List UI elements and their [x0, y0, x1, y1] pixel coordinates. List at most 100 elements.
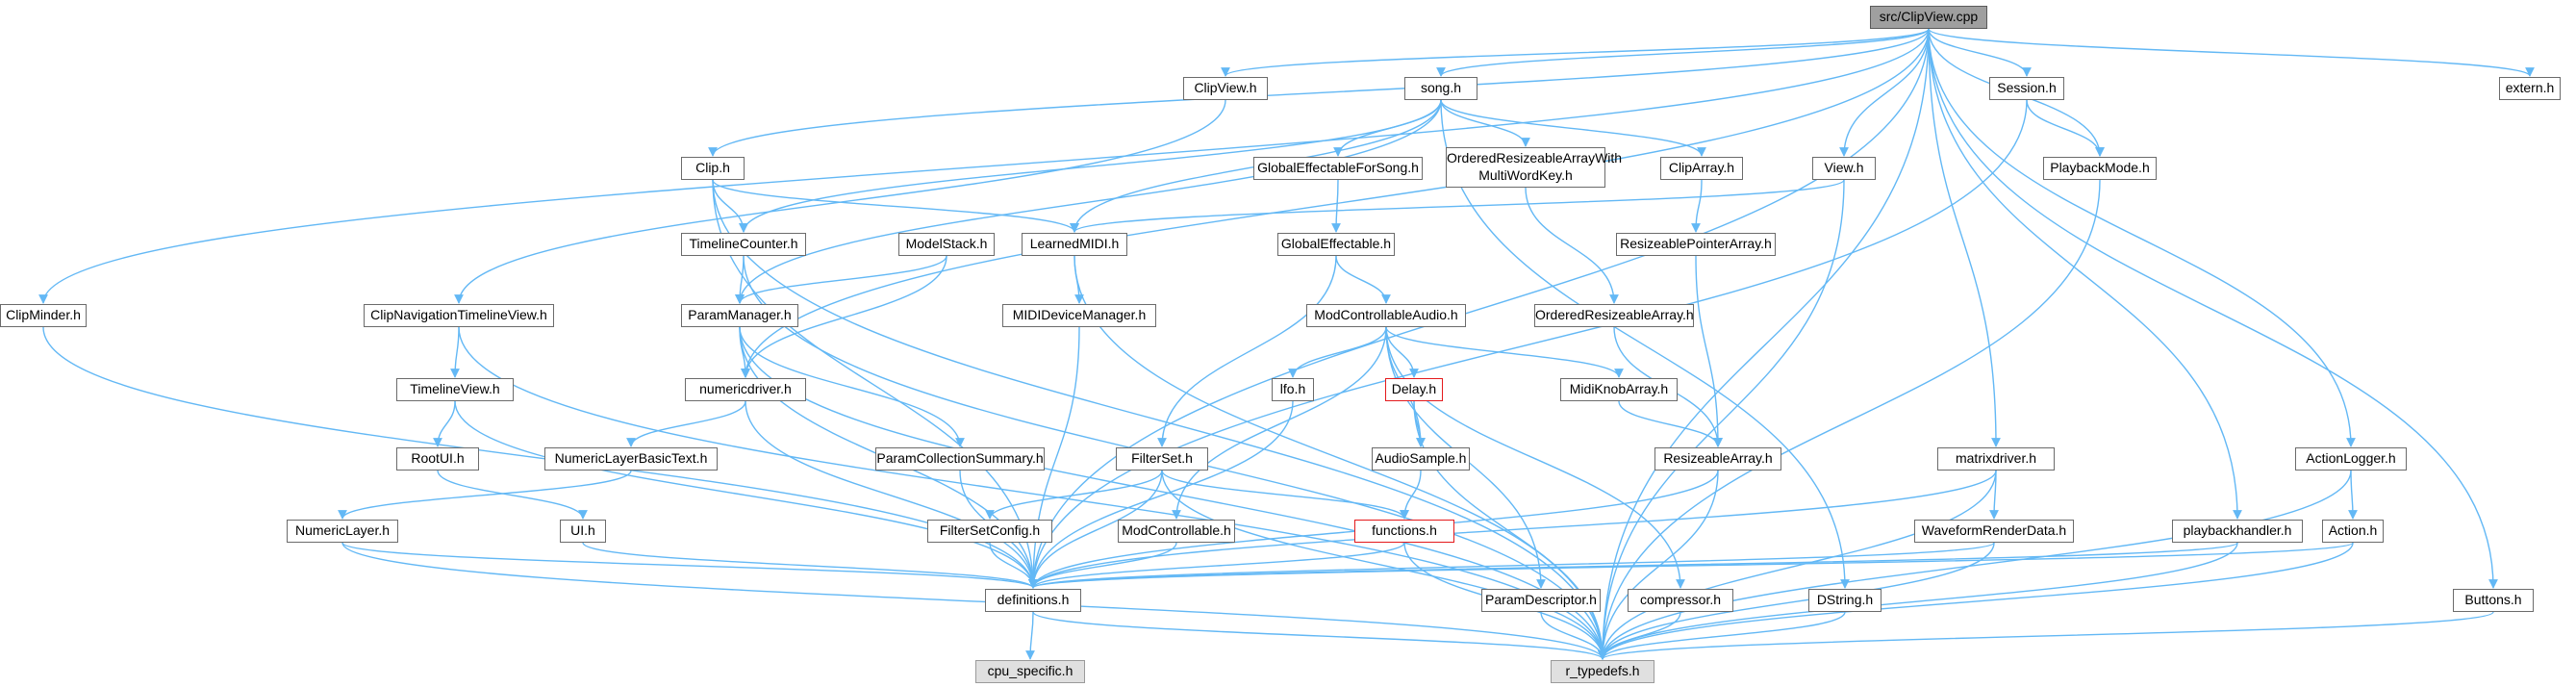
edge-mididevmgrh-to-definitionsh: [1028, 326, 1080, 589]
node-buttonsh[interactable]: Buttons.h: [2453, 589, 2534, 612]
node-label: NumericLayer.h: [294, 522, 391, 538]
edge-audiosampleh-to-functionsh: [1400, 470, 1422, 520]
node-functionsh[interactable]: functions.h: [1354, 520, 1454, 543]
node-label: ParamManager.h: [688, 307, 792, 322]
node-label: lfo.h: [1279, 381, 1306, 396]
node-numlayerbasich[interactable]: NumericLayerBasicText.h: [544, 447, 718, 471]
node-externh[interactable]: extern.h: [2499, 77, 2561, 100]
node-matrixdriverh[interactable]: matrixdriver.h: [1937, 447, 2055, 471]
node-midiknobarrayh[interactable]: MidiKnobArray.h: [1560, 378, 1678, 401]
node-root[interactable]: src/ClipView.cpp: [1870, 6, 1987, 29]
node-clipminderh[interactable]: ClipMinder.h: [0, 304, 87, 327]
edge-playbackmodeh-to-rtypedefsh: [1598, 179, 2101, 660]
edge-root-to-externh: [1928, 28, 2535, 77]
node-delayh[interactable]: Delay.h: [1385, 378, 1443, 401]
node-learnedmidih[interactable]: LearnedMIDI.h: [1022, 233, 1127, 256]
edge-globaleffh-to-filterseth: [1157, 255, 1337, 447]
node-definitionsh[interactable]: definitions.h: [985, 589, 1081, 612]
edge-matrixdriverh-to-definitionsh: [1028, 470, 1997, 589]
node-paramcollsumh[interactable]: ParamCollectionSummary.h: [875, 447, 1045, 471]
edge-parammanagerh-to-paramcollsumh: [739, 326, 965, 447]
node-sessionh[interactable]: Session.h: [1989, 77, 2064, 100]
edge-numericlayerh-to-rtypedefsh: [341, 542, 1607, 660]
node-playbackhandlerh[interactable]: playbackhandler.h: [2172, 520, 2303, 543]
node-timelineviewh[interactable]: TimelineView.h: [396, 378, 514, 401]
node-label: functions.h: [1372, 522, 1437, 538]
node-timelinecounterh[interactable]: TimelineCounter.h: [681, 233, 806, 256]
node-label: LearnedMIDI.h: [1029, 236, 1120, 251]
node-resptrarrayh[interactable]: ResizeablePointerArray.h: [1616, 233, 1776, 256]
node-cliph[interactable]: Clip.h: [681, 157, 745, 180]
node-numericlayerh[interactable]: NumericLayer.h: [287, 520, 398, 543]
node-numericdriverh[interactable]: numericdriver.h: [685, 378, 806, 401]
node-filterseth[interactable]: FilterSet.h: [1116, 447, 1208, 471]
edge-numericdriverh-to-numlayerbasich: [626, 400, 746, 447]
node-modctrlaudioh[interactable]: ModControllableAudio.h: [1306, 304, 1466, 327]
edge-root-to-clipminderh: [38, 28, 1930, 304]
node-label: FilterSetConfig.h: [939, 522, 1041, 538]
edge-songh-to-dstringh: [1440, 99, 1850, 589]
node-globaleffh[interactable]: GlobalEffectable.h: [1277, 233, 1395, 256]
edge-numericdriverh-to-definitionsh: [745, 400, 1038, 589]
node-resarrayh[interactable]: ResizeableArray.h: [1654, 447, 1781, 471]
node-label: AudioSample.h: [1375, 450, 1467, 466]
node-modctrlh[interactable]: ModControllable.h: [1118, 520, 1235, 543]
node-cpuspech[interactable]: cpu_specific.h: [975, 660, 1085, 683]
node-dstringh[interactable]: DString.h: [1808, 589, 1881, 612]
edge-root-to-matrixdriverh: [1928, 28, 2001, 447]
node-rtypedefsh[interactable]: r_typedefs.h: [1551, 660, 1654, 683]
edge-root-to-sessionh: [1928, 28, 2032, 77]
node-waveformh[interactable]: WaveformRenderData.h: [1914, 520, 2074, 543]
node-clipnavh[interactable]: ClipNavigationTimelineView.h: [364, 304, 554, 327]
node-filtersetconfigh[interactable]: FilterSetConfig.h: [927, 520, 1052, 543]
node-label: matrixdriver.h: [1955, 450, 2037, 466]
node-globaleffsongh[interactable]: GlobalEffectableForSong.h: [1253, 157, 1423, 180]
edge-songh-to-cliparrayh: [1440, 99, 1706, 157]
node-label: ResizeableArray.h: [1663, 450, 1773, 466]
edge-waveformh-to-definitionsh: [1028, 542, 1995, 589]
node-label: ClipNavigationTimelineView.h: [370, 307, 547, 322]
edge-viewh-to-rtypedefsh: [1598, 179, 1845, 660]
node-parammanagerh[interactable]: ParamManager.h: [681, 304, 798, 327]
edge-globaleffh-to-modctrlaudioh: [1335, 255, 1391, 304]
node-lfoh[interactable]: lfo.h: [1272, 378, 1314, 401]
node-modelstackh[interactable]: ModelStack.h: [898, 233, 995, 256]
node-label: ModControllableAudio.h: [1314, 307, 1458, 322]
node-label: TimelineView.h: [410, 381, 500, 396]
node-cliparrayh[interactable]: ClipArray.h: [1660, 157, 1743, 180]
node-playbackmodeh[interactable]: PlaybackMode.h: [2043, 157, 2157, 180]
edge-root-to-rtypedefsh: [1598, 28, 1930, 660]
edge-learnedmidih-to-rtypedefsh: [1073, 255, 1607, 660]
node-label: UI.h: [570, 522, 595, 538]
edge-root-to-actionloggerh: [1928, 28, 2356, 447]
edge-root-to-buttonsh: [1928, 28, 2498, 589]
node-paramdescrh[interactable]: ParamDescriptor.h: [1481, 589, 1601, 612]
node-uih[interactable]: UI.h: [560, 520, 606, 543]
edge-filterseth-to-rtypedefsh: [1161, 470, 1607, 660]
node-songh[interactable]: song.h: [1404, 77, 1477, 100]
edge-actionloggerh-to-actionh: [2348, 470, 2358, 520]
node-label: ModControllable.h: [1122, 522, 1231, 538]
node-label: Action.h: [2328, 522, 2378, 538]
node-mididevmgrh[interactable]: MIDIDeviceManager.h: [1002, 304, 1156, 327]
node-label: OrderedResizeableArrayWith MultiWordKey.…: [1447, 150, 1623, 183]
node-actionloggerh[interactable]: ActionLogger.h: [2295, 447, 2407, 471]
edge-midiknobarrayh-to-resarrayh: [1618, 400, 1723, 447]
node-ordmultih[interactable]: OrderedResizeableArrayWith MultiWordKey.…: [1446, 147, 1623, 188]
node-rootuih[interactable]: RootUI.h: [396, 447, 479, 471]
node-ordresarrayh[interactable]: OrderedResizeableArray.h: [1534, 304, 1694, 327]
edge-resptrarrayh-to-resarrayh: [1695, 255, 1723, 447]
node-viewh[interactable]: View.h: [1812, 157, 1876, 180]
node-label: compressor.h: [1639, 592, 1722, 607]
node-actionh[interactable]: Action.h: [2322, 520, 2384, 543]
node-audiosampleh[interactable]: AudioSample.h: [1372, 447, 1470, 471]
node-label: TimelineCounter.h: [689, 236, 798, 251]
node-compressorh[interactable]: compressor.h: [1628, 589, 1733, 612]
edge-sessionh-to-playbackmodeh: [2026, 99, 2105, 157]
node-label: ModelStack.h: [905, 236, 988, 251]
node-label: ActionLogger.h: [2306, 450, 2396, 466]
node-clipviewh[interactable]: ClipView.h: [1183, 77, 1268, 100]
edge-modelstackh-to-numericdriverh: [741, 255, 947, 378]
node-label: FilterSet.h: [1131, 450, 1193, 466]
